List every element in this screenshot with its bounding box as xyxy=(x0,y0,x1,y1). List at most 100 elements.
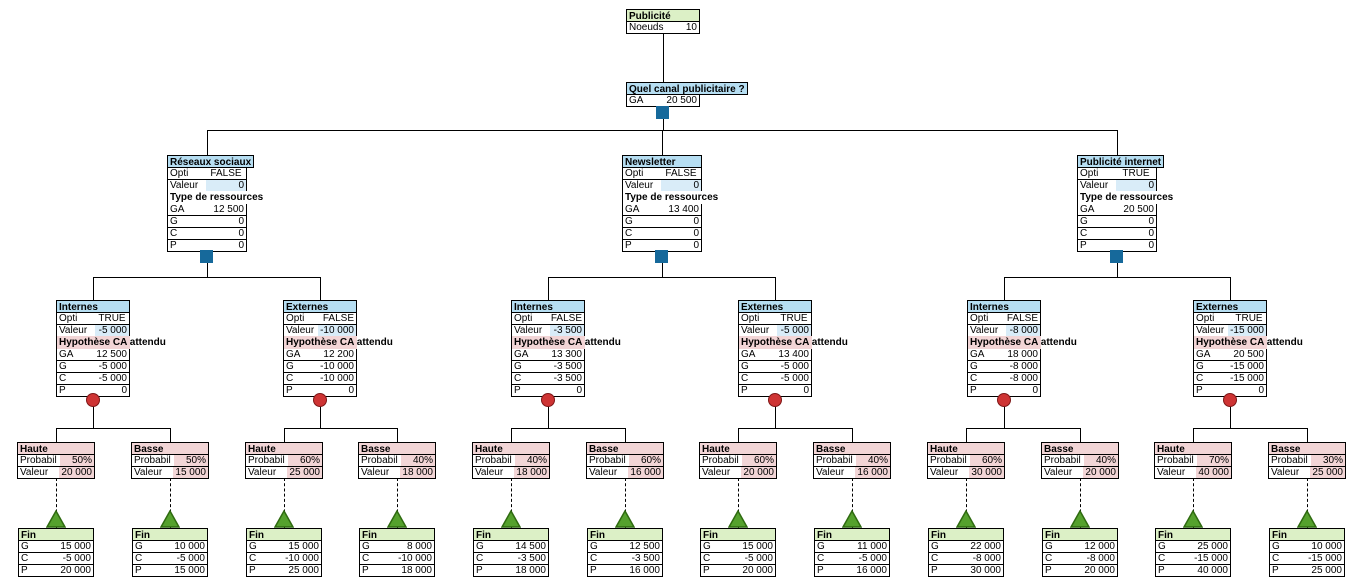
row-value[interactable]: 12 500 xyxy=(96,349,127,360)
row-value[interactable]: 15 000 xyxy=(742,541,773,552)
row-value[interactable]: FALSE xyxy=(322,313,354,324)
row-value[interactable]: -10 000 xyxy=(398,553,432,564)
row-value[interactable]: 0 xyxy=(238,228,244,239)
row-value[interactable]: 20 000 xyxy=(60,565,91,576)
row-value[interactable]: 14 500 xyxy=(515,541,546,552)
row-value[interactable]: 11 000 xyxy=(857,541,887,552)
row-value[interactable]: -3 500 xyxy=(517,553,546,564)
row-value[interactable]: 0 xyxy=(693,240,699,251)
chance-circle-icon[interactable] xyxy=(313,393,327,407)
row-value[interactable]: -8 000 xyxy=(1086,553,1115,564)
row-value[interactable]: 13 400 xyxy=(668,204,699,215)
row-value[interactable]: 15 000 xyxy=(174,565,205,576)
row-value[interactable]: 0 xyxy=(348,385,354,396)
row-value[interactable]: 0 xyxy=(661,180,701,191)
chance-circle-icon[interactable] xyxy=(86,393,100,407)
row-value[interactable]: -5 000 xyxy=(98,361,127,372)
end-triangle-icon[interactable] xyxy=(956,510,976,528)
row-value[interactable]: 0 xyxy=(1258,385,1264,396)
row-value[interactable]: FALSE xyxy=(550,313,582,324)
row-value[interactable]: 20 500 xyxy=(1233,349,1264,360)
row-value[interactable]: 10 000 xyxy=(174,541,205,552)
row-value[interactable]: -3 500 xyxy=(553,361,582,372)
row-value[interactable]: 20 000 xyxy=(1083,467,1118,478)
row-value[interactable]: 15 000 xyxy=(60,541,91,552)
row-value[interactable]: -5 000 xyxy=(858,553,887,564)
row-value[interactable]: 20 000 xyxy=(59,467,94,478)
row-value[interactable]: 40 000 xyxy=(1197,565,1228,576)
row-value[interactable]: 20 000 xyxy=(742,565,773,576)
row-value[interactable]: 16 000 xyxy=(629,565,660,576)
row-value[interactable]: -5 000 xyxy=(777,325,811,336)
row-value[interactable]: 0 xyxy=(1032,385,1038,396)
row-value[interactable]: 13 400 xyxy=(778,349,809,360)
row-value[interactable]: 40% xyxy=(1084,455,1118,466)
row-value[interactable]: -3 500 xyxy=(550,325,584,336)
row-value[interactable]: 15 000 xyxy=(288,541,319,552)
row-value[interactable]: -15 000 xyxy=(1308,553,1342,564)
row-value[interactable]: 18 000 xyxy=(401,565,432,576)
row-value[interactable]: -10 000 xyxy=(285,553,319,564)
end-triangle-icon[interactable] xyxy=(46,510,66,528)
row-value[interactable]: -5 000 xyxy=(98,373,127,384)
row-value[interactable]: 10 000 xyxy=(1311,541,1342,552)
row-value[interactable]: 13 300 xyxy=(551,349,582,360)
row-value[interactable]: TRUE xyxy=(1235,313,1263,324)
row-value[interactable]: -10 000 xyxy=(320,373,354,384)
row-value[interactable]: 25 000 xyxy=(1310,467,1345,478)
row-value[interactable]: -15 000 xyxy=(1230,373,1264,384)
end-triangle-icon[interactable] xyxy=(501,510,521,528)
end-triangle-icon[interactable] xyxy=(615,510,635,528)
chance-circle-icon[interactable] xyxy=(1223,393,1237,407)
row-value[interactable]: -8 000 xyxy=(1006,325,1040,336)
row-value[interactable]: 60% xyxy=(288,455,322,466)
row-value[interactable]: 0 xyxy=(576,385,582,396)
row-value[interactable]: 0 xyxy=(1116,180,1156,191)
row-value[interactable]: 60% xyxy=(742,455,776,466)
row-value[interactable]: -5 000 xyxy=(780,373,809,384)
row-value[interactable]: -10 000 xyxy=(318,325,356,336)
row-value[interactable]: -10 000 xyxy=(320,361,354,372)
row-value[interactable]: 0 xyxy=(803,385,809,396)
row-value[interactable]: 0 xyxy=(121,385,127,396)
row-value[interactable]: 16 000 xyxy=(855,467,890,478)
row-value[interactable]: 70% xyxy=(1197,455,1231,466)
decision-square-icon[interactable] xyxy=(656,106,669,119)
chance-circle-icon[interactable] xyxy=(541,393,555,407)
end-triangle-icon[interactable] xyxy=(160,510,180,528)
row-value[interactable]: 20 000 xyxy=(1084,565,1115,576)
row-value[interactable]: -8 000 xyxy=(1009,361,1038,372)
row-value[interactable]: -3 500 xyxy=(553,373,582,384)
end-triangle-icon[interactable] xyxy=(274,510,294,528)
chance-circle-icon[interactable] xyxy=(768,393,782,407)
row-value[interactable]: 20 500 xyxy=(666,95,697,106)
row-value[interactable]: 25 000 xyxy=(1311,565,1342,576)
row-value[interactable]: FALSE xyxy=(210,168,242,179)
row-value[interactable]: TRUE xyxy=(1122,168,1150,179)
row-value[interactable]: 0 xyxy=(238,240,244,251)
row-value[interactable]: 12 000 xyxy=(1084,541,1115,552)
row-value[interactable]: 18 000 xyxy=(1007,349,1038,360)
row-value[interactable]: 60% xyxy=(970,455,1004,466)
row-value[interactable]: 8 000 xyxy=(406,541,432,552)
end-triangle-icon[interactable] xyxy=(387,510,407,528)
row-value[interactable]: 0 xyxy=(693,228,699,239)
row-value[interactable]: 0 xyxy=(238,216,244,227)
